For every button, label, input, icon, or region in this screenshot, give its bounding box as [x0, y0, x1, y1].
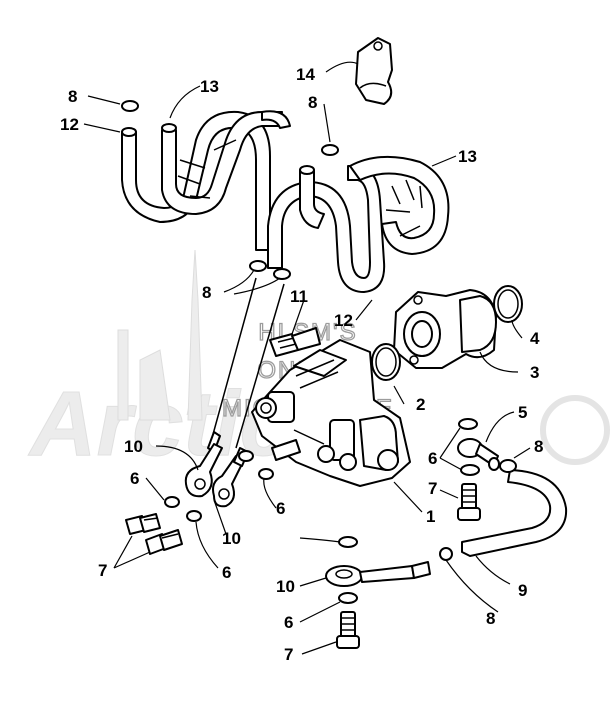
part-10-banjo-bottom [325, 561, 431, 587]
callout-13-top-left: 13 [200, 77, 219, 96]
callout-14: 14 [296, 65, 315, 84]
callout-1: 1 [426, 507, 435, 526]
part-7-bolts [125, 483, 481, 649]
callout-6-right: 6 [428, 449, 437, 468]
callout-10-lower-left: 10 [222, 529, 241, 548]
part-14-bracket [355, 37, 393, 105]
part-1-oil-pump [251, 339, 411, 487]
callout-7-left: 7 [98, 561, 107, 580]
callout-7-bottom: 7 [284, 645, 293, 664]
callout-2: 2 [416, 395, 425, 414]
callout-6-lower-left: 6 [222, 563, 231, 582]
callout-8-top-left: 8 [68, 87, 77, 106]
callout-6-center: 6 [276, 499, 285, 518]
part-10-banjo-left [184, 431, 249, 508]
watermark-skyline [117, 249, 203, 421]
callout-6-bottom: 6 [284, 613, 293, 632]
callout-12-top-left: 12 [60, 115, 79, 134]
watermark-wheel [540, 395, 610, 465]
callout-6-left: 6 [130, 469, 139, 488]
part-5-banjo-right [457, 438, 500, 471]
callout-labels: 14 8 12 13 8 13 8 11 12 4 3 2 5 8 6 7 1 … [60, 65, 543, 664]
oil-lines-left [211, 277, 285, 449]
callout-10-left: 10 [124, 437, 143, 456]
callout-5: 5 [518, 403, 527, 422]
callout-10-bottom: 10 [276, 577, 295, 596]
part-12-13-left-hose [121, 110, 291, 251]
callout-13-right: 13 [458, 147, 477, 166]
part-2-o-ring-inner [375, 347, 397, 377]
part-6-washers [164, 418, 480, 604]
callout-3: 3 [530, 363, 539, 382]
part-11-fitting [269, 327, 321, 357]
callout-8-right: 8 [534, 437, 543, 456]
part-8-clamps-top [121, 100, 339, 280]
callout-4: 4 [530, 329, 540, 348]
callout-8-top-right: 8 [308, 93, 317, 112]
callout-12-middle: 12 [334, 311, 353, 330]
leader-lines [83, 61, 531, 655]
part-4-o-ring-inner [497, 289, 519, 319]
callout-8-middle-left: 8 [202, 283, 211, 302]
part-3-housing [393, 289, 497, 369]
callout-11: 11 [290, 287, 308, 306]
callout-7-right: 7 [428, 479, 437, 498]
callout-9: 9 [518, 581, 527, 600]
callout-8-bottom: 8 [486, 609, 495, 628]
part-12-13-right-hose [267, 155, 450, 293]
